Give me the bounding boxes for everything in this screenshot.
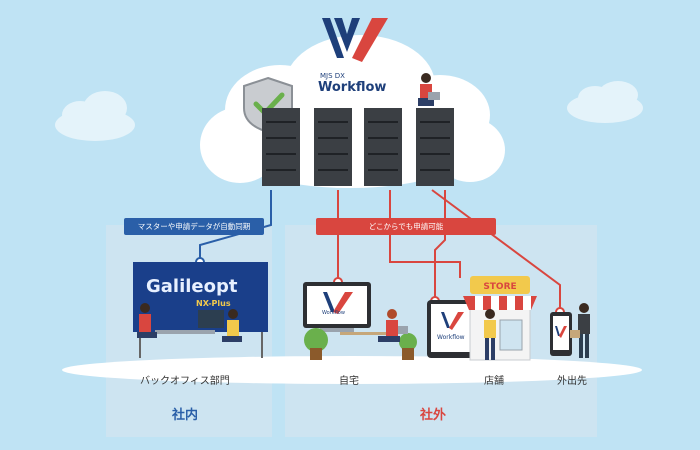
plant-icon <box>304 328 417 360</box>
home-worker <box>378 309 408 342</box>
sync-tag: マスターや申請データが自動同期 <box>124 218 264 235</box>
person-on-server-icon <box>418 73 440 106</box>
store-icon: STORE <box>463 276 537 361</box>
outside-worker <box>570 303 590 358</box>
location-home: 自宅 <box>339 376 359 387</box>
laptop-brand: Workflow <box>322 310 345 316</box>
store-tablet-icon <box>427 300 477 358</box>
back-office-workers <box>137 303 242 342</box>
location-back-office: バックオフィス部門 <box>140 376 230 387</box>
anywhere-tag: どこからでも申請可能 <box>316 218 496 235</box>
galileopt-name: Galileopt <box>146 276 238 297</box>
location-store: 店舗 <box>484 376 504 387</box>
galileopt-board: Galileopt NX-Plus <box>133 262 268 358</box>
store-sign: STORE <box>483 282 516 292</box>
workflow-logo-icon <box>322 18 388 62</box>
servers <box>262 108 454 186</box>
zone-external-label: 社外 <box>420 408 447 423</box>
mobile-phone-icon <box>550 312 572 356</box>
store-worker <box>484 309 496 360</box>
background-clouds <box>55 81 643 141</box>
ground-platform <box>62 356 642 384</box>
location-outside: 外出先 <box>557 376 587 387</box>
home-laptop-icon <box>303 282 392 335</box>
zone-internal-label: 社内 <box>172 408 199 423</box>
brand-small: MJS DX <box>320 72 345 80</box>
brand-product: Workflow <box>318 80 387 95</box>
tablet-brand: Workflow <box>437 334 465 341</box>
galileopt-edition: NX-Plus <box>196 299 231 308</box>
